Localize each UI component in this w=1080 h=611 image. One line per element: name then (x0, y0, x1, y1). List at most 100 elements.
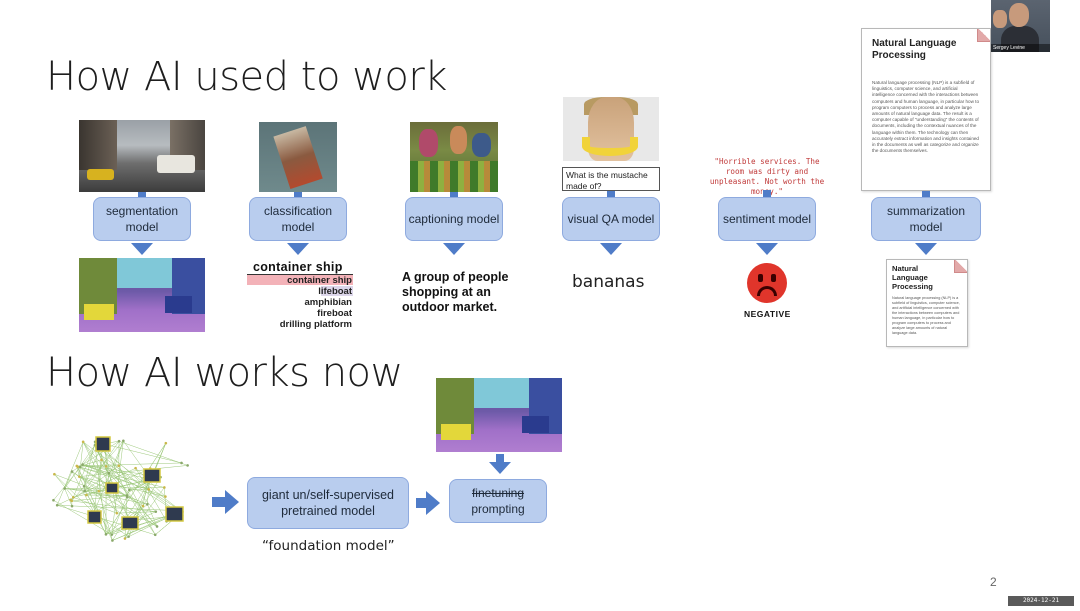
segmentation-map-image (436, 378, 562, 452)
sentiment-result: NEGATIVE (744, 309, 791, 319)
visual-qa-model-box: visual QA model (562, 197, 660, 241)
vqa-question: What is the mustache made of? (562, 167, 660, 191)
class-score-bar (321, 286, 353, 296)
network-node (63, 487, 66, 490)
arrow-stem (138, 192, 146, 198)
network-node (153, 533, 157, 537)
network-edge (77, 466, 165, 488)
network-edge (54, 473, 99, 492)
network-node (82, 484, 86, 488)
source-document: Natural Language Processing Natural lang… (861, 28, 991, 191)
summary-document-title: Natural Language Processing (892, 264, 933, 291)
arrow-stem (294, 192, 302, 198)
street-scene-image (79, 120, 205, 192)
network-edge (101, 459, 182, 512)
class-label: container ship (287, 275, 352, 286)
network-edge (84, 490, 148, 505)
network-edge (77, 466, 101, 517)
network-node (127, 535, 130, 538)
network-node (81, 463, 84, 466)
network-edge (79, 441, 84, 477)
heading-new: How AI works now (46, 350, 403, 396)
network-node (164, 441, 168, 445)
down-arrow-icon (443, 243, 465, 255)
network-edge (94, 445, 107, 535)
right-arrow-icon (426, 491, 440, 515)
network-node (141, 504, 145, 508)
network-node (117, 439, 121, 443)
network-node (146, 503, 149, 506)
network-node (147, 488, 151, 491)
network-node (81, 440, 85, 444)
network-edge (64, 488, 99, 492)
summarization-model-box: summarization model (871, 197, 981, 241)
class-label: lifeboat (318, 286, 352, 297)
network-edge (106, 465, 119, 467)
class-score-bar (247, 275, 353, 285)
timestamp: 2024-12-21 09:03:38 (1008, 596, 1074, 611)
network-edge (94, 441, 156, 512)
network-node (53, 472, 56, 476)
network-node (70, 470, 74, 473)
prompting-label: prompting (471, 502, 525, 516)
captioning-model-box: captioning model (405, 197, 503, 241)
network-edge (79, 476, 166, 497)
arrow-stem (607, 191, 615, 198)
network-edge (71, 445, 96, 502)
network-edge (93, 440, 124, 513)
network-node (117, 464, 121, 467)
network-node (128, 488, 131, 492)
class-label: fireboat (317, 308, 352, 319)
class-row: drilling platform (247, 319, 353, 330)
network-node (52, 498, 55, 502)
network-edge (57, 504, 182, 512)
network-edge (135, 468, 167, 522)
network-node (155, 525, 159, 528)
network-edge (83, 486, 131, 521)
arrow-stem (763, 190, 771, 198)
network-edge (71, 495, 128, 502)
vqa-answer: bananas (572, 272, 645, 292)
summary-document-body: Natural language processing (NLP) is a s… (892, 296, 960, 335)
network-node (70, 504, 74, 508)
network-node (104, 465, 108, 468)
page-number: 2 (990, 575, 997, 589)
network-node (104, 533, 108, 536)
network-node (83, 489, 86, 493)
network-node (85, 493, 88, 497)
tuning-box: finetuning prompting (449, 479, 547, 523)
top-class-label: container ship (247, 260, 353, 275)
network-edge (84, 486, 158, 527)
up-arrow-icon (489, 462, 511, 474)
network-node (164, 495, 167, 498)
network-edge (105, 466, 158, 527)
down-arrow-icon (131, 243, 153, 255)
sad-face-icon (747, 263, 787, 303)
class-label: drilling platform (279, 319, 352, 330)
network-edge (82, 464, 109, 474)
class-row: fireboat (247, 308, 353, 319)
class-row: lifeboat (247, 286, 353, 297)
network-edge (82, 441, 109, 474)
heading-old: How AI used to work (46, 54, 447, 100)
arrow-stem (922, 191, 930, 198)
network-node (107, 471, 111, 475)
network-node (134, 466, 137, 470)
network-node (111, 539, 114, 542)
down-arrow-icon (600, 243, 622, 255)
network-edge (54, 474, 74, 498)
network-node (122, 439, 125, 443)
arrow-stem (496, 454, 504, 463)
down-arrow-icon (287, 243, 309, 255)
container-ship-image (259, 122, 337, 192)
classification-model-box: classification model (249, 197, 347, 241)
class-row: container ship (247, 275, 353, 286)
market-image (410, 122, 498, 192)
network-node (71, 496, 75, 499)
sentiment-model-box: sentiment model (718, 197, 816, 241)
network-edge (64, 488, 73, 507)
network-node (75, 464, 79, 468)
network-node (55, 503, 59, 507)
network-edge (56, 441, 84, 506)
